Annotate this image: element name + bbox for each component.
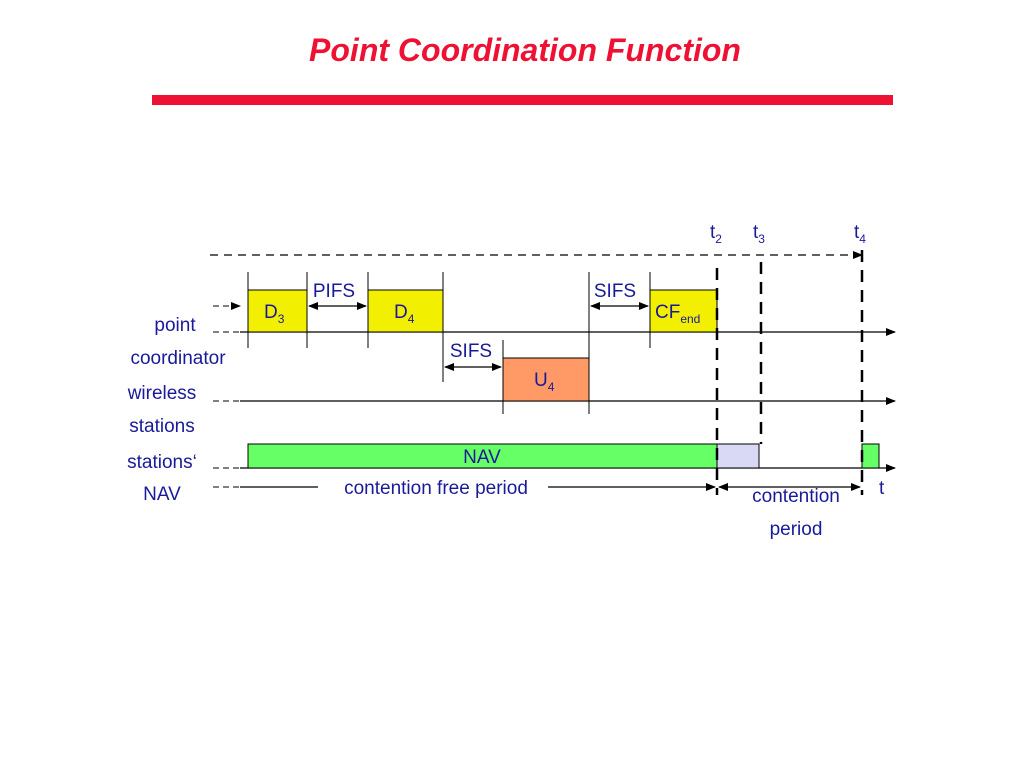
frame-d4 — [367, 289, 444, 333]
frame-u4 — [502, 357, 590, 402]
u4-label: U4 — [534, 370, 555, 394]
row-label-nav-1: stations‘ — [127, 452, 197, 473]
nav-bar — [247, 443, 718, 469]
slide-title: Point Coordination Function — [309, 32, 741, 68]
row-label-nav-2: NAV — [143, 484, 181, 505]
row-label-pc-1: point — [154, 315, 196, 336]
time-axis-label: t — [879, 478, 885, 499]
contention-period-label-2: period — [770, 519, 823, 540]
contention-free-period-label: contention free period — [344, 478, 528, 499]
sifs-ws-label: SIFS — [450, 341, 492, 362]
cf-end-label: CFend — [655, 302, 700, 326]
contention-block — [716, 443, 760, 469]
d4-label: D4 — [394, 302, 415, 326]
sifs-pc-label: SIFS — [594, 281, 636, 302]
frame-d3 — [247, 289, 308, 333]
row-label-pc-2: coordinator — [130, 348, 226, 369]
frame-cf-end — [649, 289, 718, 333]
contention-period-label-1: contention — [752, 486, 840, 507]
row-label-ws-2: stations — [129, 416, 194, 437]
d3-label: D3 — [264, 302, 285, 326]
pifs-label: PIFS — [313, 281, 355, 302]
title-underline — [152, 95, 893, 105]
row-label-ws-1: wireless — [127, 383, 197, 404]
t4-label: t4 — [854, 222, 866, 246]
nav-label: NAV — [463, 447, 501, 468]
t2-label: t2 — [710, 222, 722, 246]
t3-label: t3 — [753, 222, 765, 246]
nav-bar-next — [861, 443, 880, 469]
